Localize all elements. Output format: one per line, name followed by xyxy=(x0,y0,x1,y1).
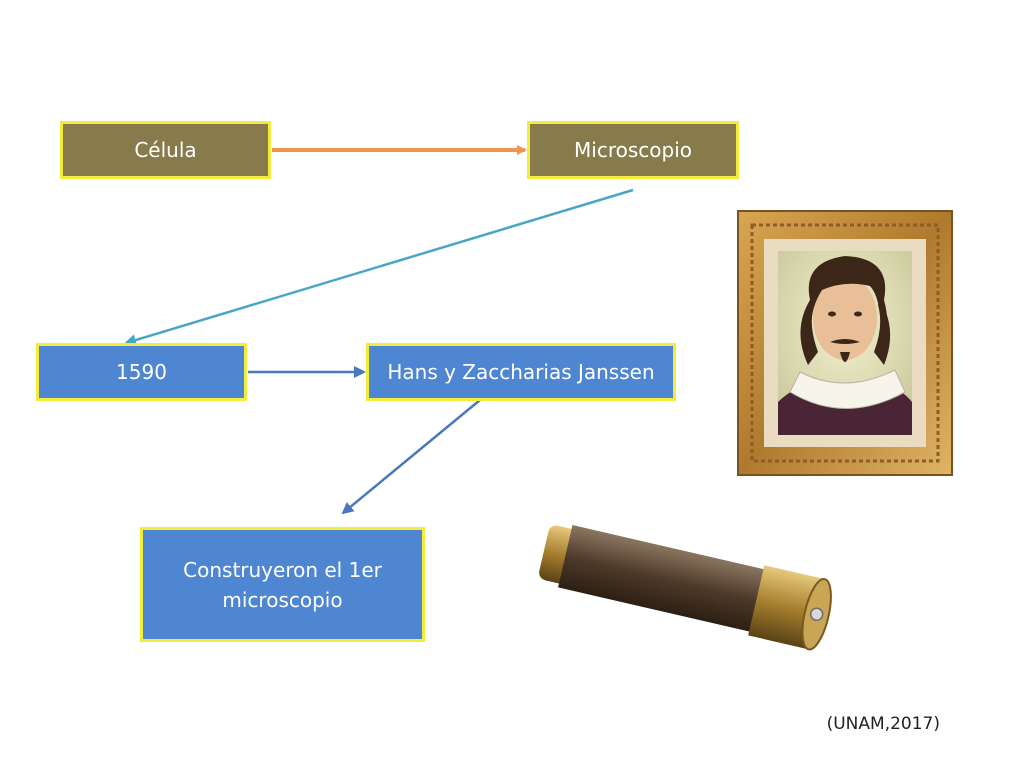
arrow-microscopio-to-1590 xyxy=(124,188,634,346)
built-label-line2: microscopio xyxy=(222,587,343,612)
celula-box: Célula xyxy=(60,121,271,179)
microscopio-box: Microscopio xyxy=(527,121,739,179)
year-box: 1590 xyxy=(36,343,247,401)
built-microscope-box: Construyeron el 1er microscopio xyxy=(140,527,425,642)
citation: (UNAM,2017) xyxy=(826,714,940,734)
arrow-inventors-to-built xyxy=(341,399,481,515)
microscopio-label: Microscopio xyxy=(574,138,692,162)
inventors-box: Hans y Zaccharias Janssen xyxy=(366,343,676,401)
celula-label: Célula xyxy=(134,138,197,162)
inventors-label: Hans y Zaccharias Janssen xyxy=(387,360,655,384)
built-label-line1: Construyeron el 1er xyxy=(183,557,382,582)
year-label: 1590 xyxy=(116,360,167,384)
